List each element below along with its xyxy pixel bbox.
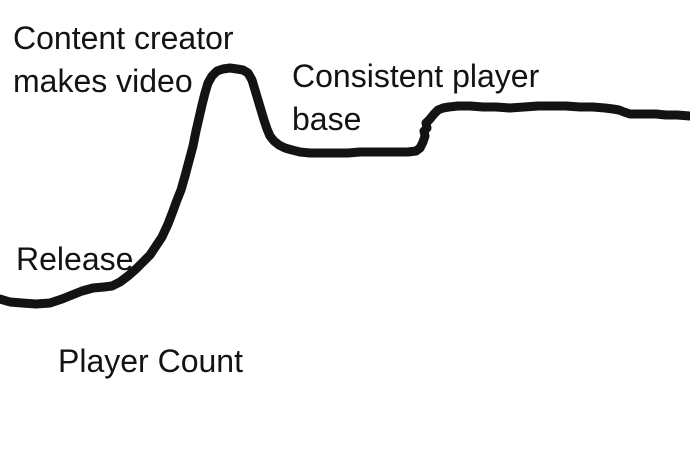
annotation-content-creator-makes-video: Content creator makes video xyxy=(13,20,234,99)
annotation-consistent-player-base: Consistent player base xyxy=(292,58,540,137)
chart-caption-player-count: Player Count xyxy=(58,343,243,379)
annotation-release: Release xyxy=(16,241,134,277)
player-count-curve xyxy=(0,63,690,309)
